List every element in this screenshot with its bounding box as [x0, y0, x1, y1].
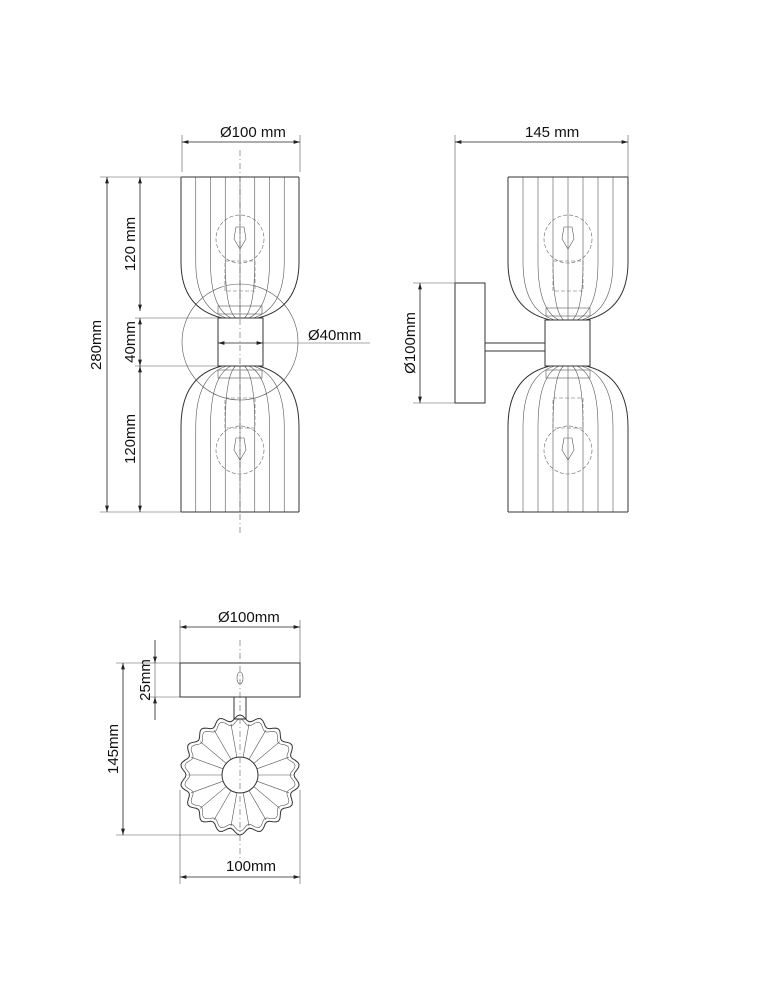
bulb-socket [552, 397, 584, 429]
side-view: 145 mm Ø100mm [402, 124, 629, 513]
front-shades [180, 176, 300, 513]
shade-rib [572, 365, 584, 512]
shade-rib [552, 365, 564, 512]
shade-rib [180, 177, 223, 319]
shade-collar [545, 307, 591, 317]
bulb-outline [543, 425, 593, 475]
shade-rib [224, 365, 236, 512]
shade-rib [522, 177, 555, 321]
canopy-label: Ø40mm [308, 327, 361, 344]
shade-rib [507, 365, 551, 512]
shade-rib [552, 177, 564, 321]
shade-rib [224, 177, 236, 319]
shade-rib [585, 177, 629, 321]
shade-rib [210, 365, 232, 512]
shade-rib [244, 365, 256, 512]
shade-rib [180, 365, 223, 512]
bulb-socket [224, 260, 256, 292]
shade-rib [253, 786, 281, 809]
shade-rib [195, 177, 227, 319]
shade-rib [507, 177, 551, 321]
center-block [217, 317, 264, 367]
shade-rib [581, 177, 614, 321]
filament-icon [233, 437, 247, 461]
arm [484, 342, 546, 352]
upper-shade-label: 120 mm [122, 217, 139, 271]
shade-collar [217, 369, 263, 379]
shade-rib [581, 365, 614, 512]
shade-rib [257, 365, 300, 512]
shade-rib [572, 177, 584, 321]
side-shades [507, 176, 629, 513]
shade-rib [253, 177, 285, 319]
shade-rib [576, 177, 599, 321]
bulb-outline [215, 425, 265, 475]
shade-rib [537, 177, 560, 321]
top-view: Ø100mm 25mm 145mm 100mm [105, 609, 301, 884]
shade-rib [537, 365, 560, 512]
depth-label: 145 mm [525, 124, 579, 141]
lower-shade-label: 120mm [122, 414, 139, 464]
wall-plate [454, 282, 486, 404]
filament-icon [561, 226, 575, 250]
shade-rib [585, 365, 629, 512]
shade-rib [195, 365, 227, 512]
shade-rib [242, 792, 250, 827]
shade-rib [230, 723, 238, 758]
shade-collar [545, 369, 591, 379]
shade-rib [253, 365, 285, 512]
shade-rib [522, 365, 555, 512]
shade-rib [248, 790, 267, 821]
shade-rib [191, 780, 224, 794]
shade-rib [242, 723, 250, 758]
shade-rib [257, 177, 300, 319]
shade-rib [248, 729, 267, 760]
bulb-socket [552, 260, 584, 292]
bulb-outline [543, 214, 593, 264]
center-block [544, 319, 591, 367]
shade-rib [253, 741, 281, 764]
shade-rib [210, 177, 232, 319]
shade-rib [199, 786, 227, 809]
filament-icon [233, 226, 247, 250]
filament-icon [561, 437, 575, 461]
total-height-label: 280mm [88, 320, 105, 370]
shade-rib [248, 365, 270, 512]
shade-rib [248, 177, 270, 319]
plate-thickness-label: 25mm [137, 659, 154, 701]
shade-rib [191, 756, 224, 770]
depth-label: 145mm [105, 724, 122, 774]
shade-rib [213, 729, 232, 760]
shade-rib [244, 177, 256, 319]
shade-rib [199, 741, 227, 764]
shade-rib [213, 790, 232, 821]
middle-label: 40mm [122, 321, 139, 363]
front-view: Ø100 mm 280mm 120 mm 40mm 120mm Ø40mm [88, 124, 370, 535]
shade-rib [256, 756, 289, 770]
shade-rib [256, 780, 289, 794]
wall-plate-label: Ø100mm [402, 312, 419, 374]
width-label: Ø100 mm [220, 124, 286, 141]
plate-label: Ø100mm [218, 609, 280, 626]
shade-rib [576, 365, 599, 512]
shade-width-label: 100mm [226, 858, 276, 875]
shade-rib [230, 792, 238, 827]
